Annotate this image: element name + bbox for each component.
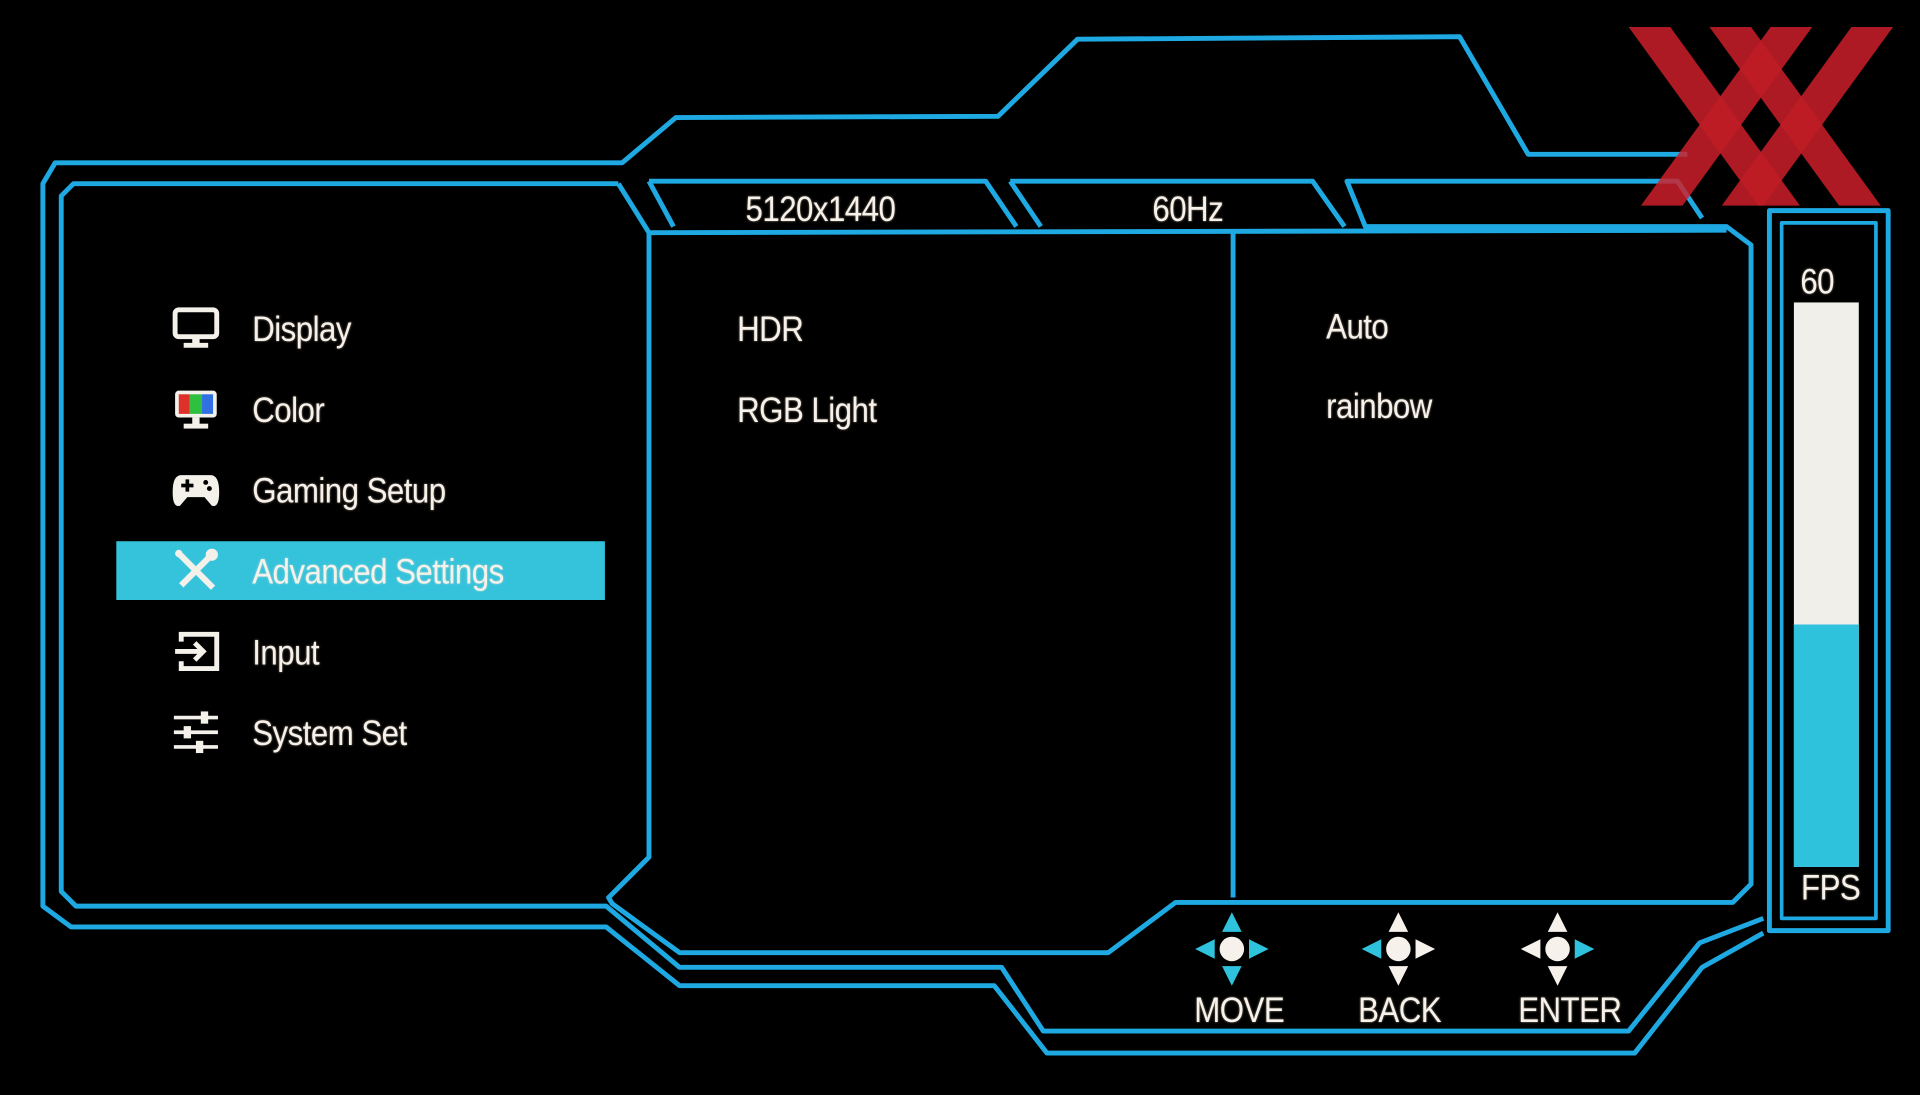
menu-item-label: System Set xyxy=(252,714,407,754)
joystick-enter-icon xyxy=(1520,912,1595,986)
fps-value: 60 xyxy=(1800,262,1835,302)
sliders-icon xyxy=(173,711,218,754)
watermark-logo xyxy=(1628,26,1894,206)
input-icon xyxy=(175,631,220,672)
tools-icon xyxy=(175,548,218,590)
control-label: MOVE xyxy=(1194,991,1285,1031)
color-monitor-icon xyxy=(175,390,217,429)
menu-item-label: Display xyxy=(252,310,351,350)
fps-bar xyxy=(1793,302,1859,867)
menu-item-label: Color xyxy=(252,391,325,431)
setting-value: rainbow xyxy=(1326,387,1432,427)
resolution-text: 5120x1440 xyxy=(745,190,896,230)
refresh-rate-text: 60Hz xyxy=(1152,190,1224,230)
fps-label: FPS xyxy=(1801,868,1861,908)
menu-item-label: Input xyxy=(252,633,320,673)
setting-name: HDR xyxy=(737,310,804,350)
control-label: ENTER xyxy=(1518,991,1622,1031)
monitor-icon xyxy=(172,307,220,348)
joystick-move-icon xyxy=(1195,912,1269,986)
joystick-back-icon xyxy=(1361,912,1436,986)
menu-item-label: Gaming Setup xyxy=(252,472,446,512)
setting-name: RGB Light xyxy=(737,391,877,431)
gamepad-icon xyxy=(172,475,220,507)
menu-item-label: Advanced Settings xyxy=(252,552,504,593)
control-label: BACK xyxy=(1358,991,1442,1031)
setting-value: Auto xyxy=(1326,307,1389,348)
fps-bar-fill xyxy=(1793,624,1859,867)
